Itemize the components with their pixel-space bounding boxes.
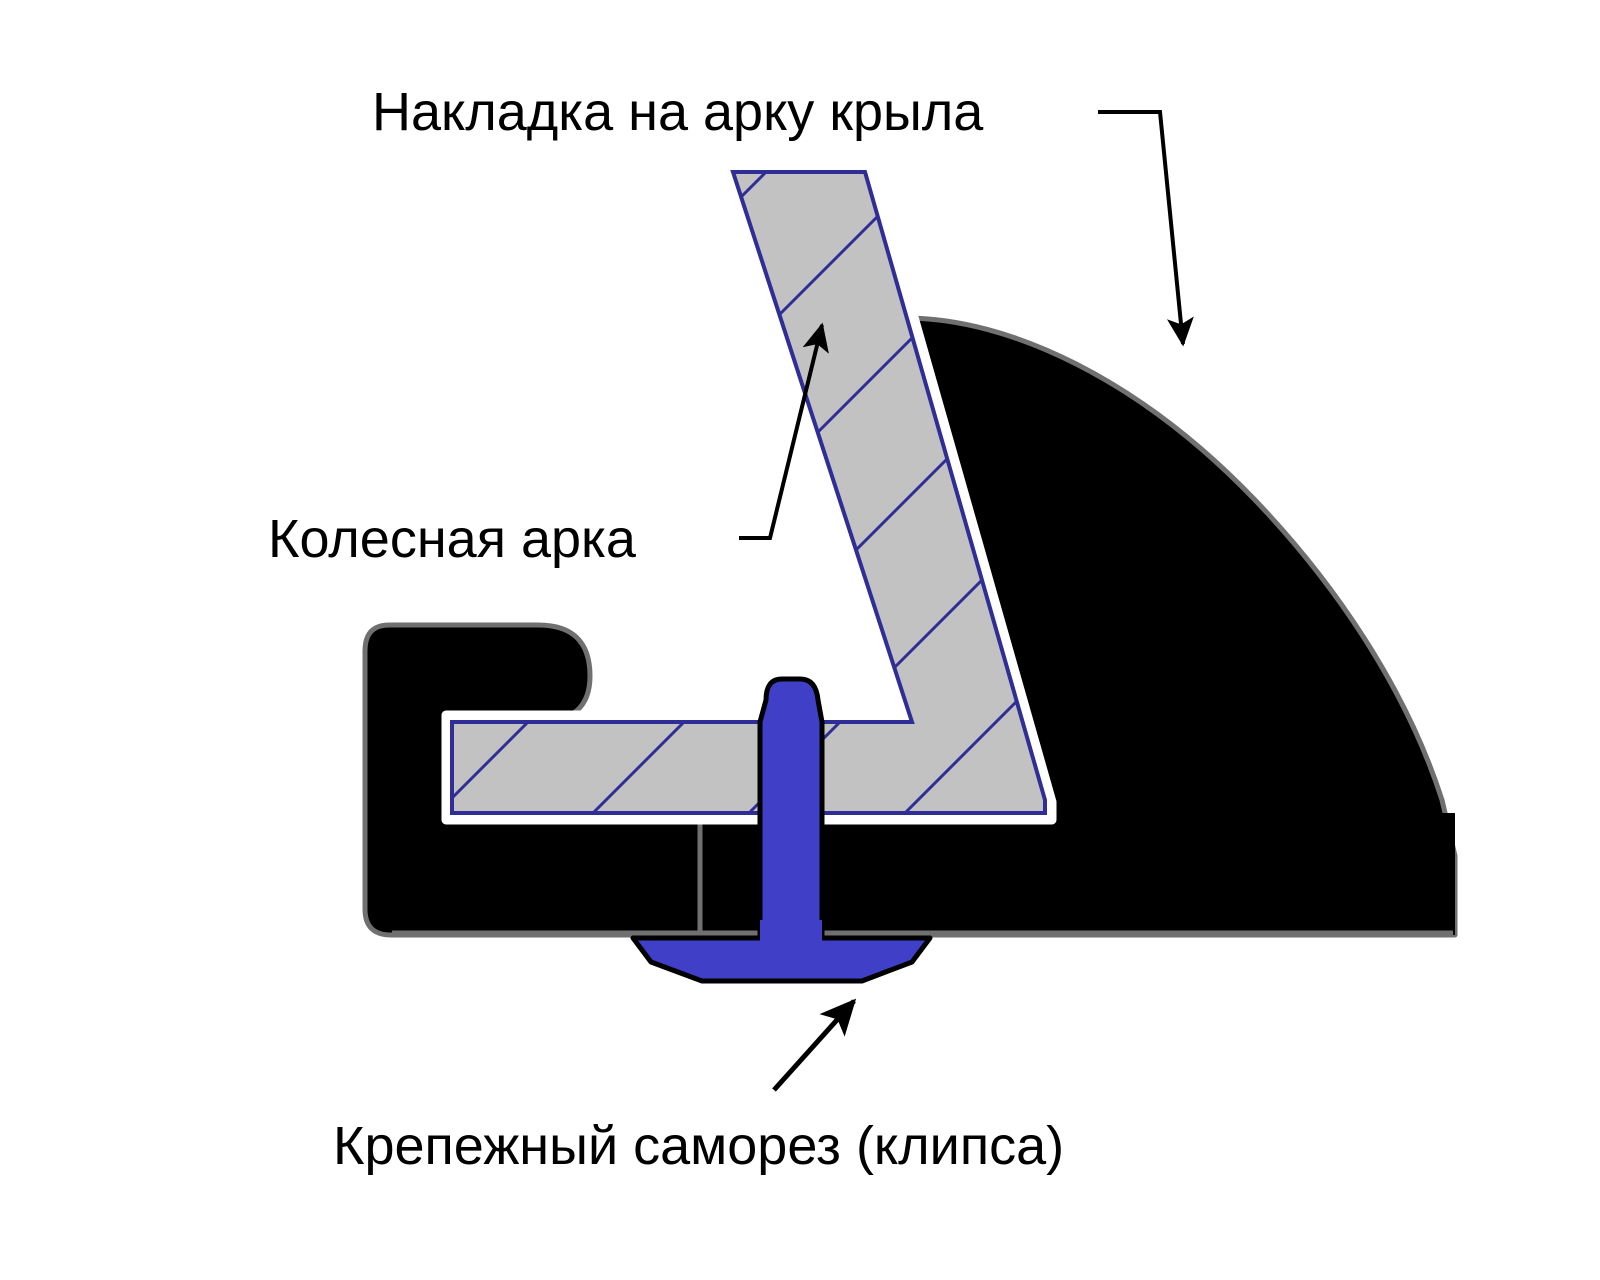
diagram-labels: Накладка на арку крыла Колесная арка Кре… (268, 82, 1064, 1176)
clip-head (630, 935, 933, 984)
label-fender-arch-trim: Накладка на арку крыла (372, 82, 984, 142)
leader-fender-arch-trim (1098, 110, 1194, 347)
leader-wheel-arch (739, 322, 829, 540)
label-wheel-arch: Колесная арка (268, 509, 637, 569)
clip-stem-tip (760, 920, 822, 950)
clip-stem (757, 676, 825, 943)
fender-arch-trim-part (441, 161, 1057, 825)
label-fastening-clip: Крепежный саморез (клипса) (333, 1116, 1064, 1176)
fastening-clip-part (630, 676, 933, 984)
trim-bracket-body (450, 170, 1047, 815)
leader-fastening-clip (772, 998, 857, 1092)
leader-lines (739, 110, 1194, 1092)
